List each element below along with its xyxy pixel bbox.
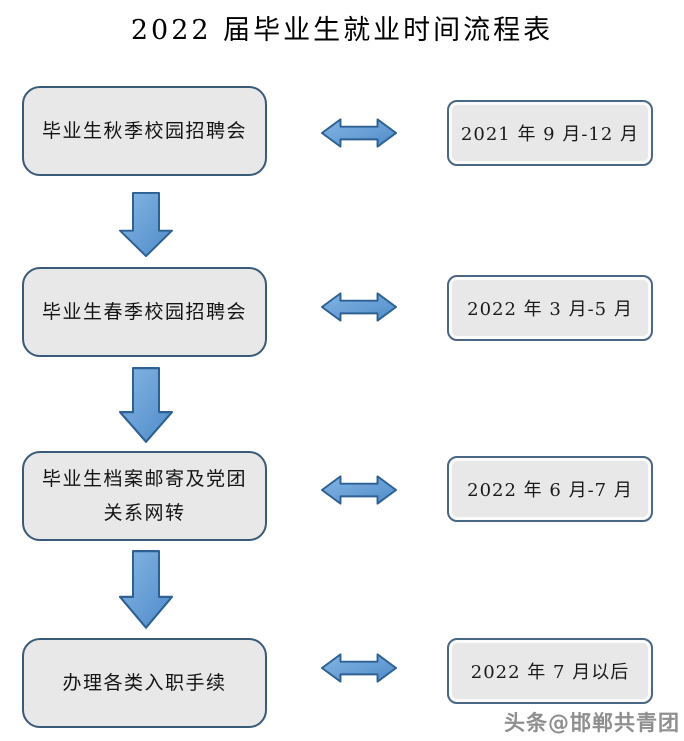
- step-box-spring-fair: 毕业生春季校园招聘会: [22, 267, 267, 357]
- page-title: 2022 届毕业生就业时间流程表: [130, 15, 554, 46]
- time-box-autumn-fair: 2021 年 9 月-12 月: [447, 100, 653, 166]
- down-arrow-icon: [118, 192, 174, 258]
- down-arrow-icon: [118, 550, 174, 630]
- down-arrow-icon: [118, 367, 174, 444]
- time-box-archive-transfer: 2022 年 6 月-7 月: [447, 456, 653, 522]
- step-box-archive-transfer: 毕业生档案邮寄及党团关系网转: [22, 451, 267, 541]
- double-arrow-icon: [320, 289, 398, 325]
- double-arrow-icon: [320, 650, 398, 686]
- double-arrow-icon: [320, 472, 398, 508]
- watermark: 头条@邯郸共青团: [504, 711, 680, 735]
- time-box-onboarding: 2022 年 7 月以后: [447, 638, 653, 704]
- time-box-spring-fair: 2022 年 3 月-5 月: [447, 275, 653, 341]
- step-box-onboarding: 办理各类入职手续: [22, 638, 267, 728]
- double-arrow-icon: [320, 115, 398, 151]
- step-box-autumn-fair: 毕业生秋季校园招聘会: [22, 86, 267, 176]
